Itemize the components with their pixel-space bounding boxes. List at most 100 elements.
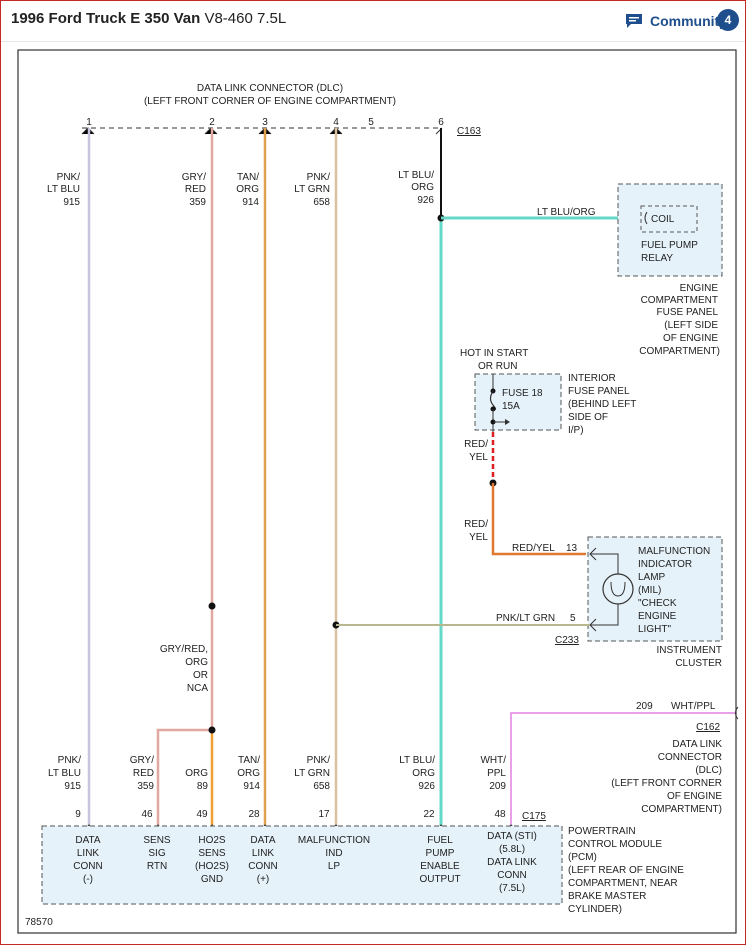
mil-text-2: INDICATOR — [638, 559, 692, 570]
lower-wire-1-color2: LT BLU — [48, 768, 81, 779]
c162-terminal — [735, 706, 739, 720]
upper-wire-labels: PNK/ LT BLU 915 GRY/ RED 359 TAN/ ORG 91… — [47, 170, 434, 208]
pcm-func-4-line-2: LINK — [252, 848, 275, 859]
lower-wire-2-color2: RED — [133, 768, 154, 779]
mil-text-5: "CHECK — [638, 598, 677, 609]
mil-text-3: LAMP — [638, 572, 666, 583]
red-yel-label-2b: YEL — [469, 532, 488, 543]
engine-spec: V8-460 7.5L — [204, 10, 287, 27]
pcm-func-5-line-2: IND — [325, 848, 342, 859]
splice-dot-upper — [208, 602, 216, 610]
red-yel-label-1b: YEL — [469, 452, 488, 463]
pcm-func-6-line-1: FUEL — [427, 835, 453, 846]
splice-label: GRY/RED, ORG OR NCA — [160, 644, 208, 694]
pcm-label-6: BRAKE MASTER — [568, 891, 646, 902]
interior-fuse-panel-line-3: (BEHIND LEFT — [568, 399, 636, 410]
mil-gnd-wire-label: PNK/LT GRN — [496, 613, 555, 624]
mil-text-1: MALFUNCTION — [638, 546, 710, 557]
interior-fuse-panel-line-4: SIDE OF — [568, 412, 608, 423]
sti-circuit: 209 — [636, 701, 653, 712]
upper-wire-3-color: TAN/ — [237, 172, 259, 183]
pcm-func-7-line-1: DATA (STI) — [487, 831, 537, 842]
upper-wire-4-circuit: 658 — [313, 197, 330, 208]
interior-fuse-box — [474, 373, 562, 431]
lower-wire-1-color: PNK/ — [58, 755, 82, 766]
upper-wire-1-color: PNK/ — [57, 172, 81, 183]
dlc-pin-ticks — [81, 127, 443, 135]
mil-text-4: (MIL) — [638, 585, 661, 596]
pcm-func-3-line-2: SENS — [198, 848, 226, 859]
pcm-func-5-line-3: LP — [328, 861, 341, 872]
page-header: 1996 Ford Truck E 350 Van V8-460 7.5L Co… — [1, 1, 745, 42]
mil-text: MALFUNCTION INDICATOR LAMP (MIL) "CHECK … — [638, 546, 710, 635]
chat-icon — [626, 14, 642, 28]
engine-fuse-panel-line-2: COMPARTMENT — [641, 295, 718, 306]
mil-lamp-icon — [602, 573, 634, 605]
lower-wire-4-color: TAN/ — [238, 755, 260, 766]
page-title: 1996 Ford Truck E 350 Van V8-460 7.5L — [11, 10, 286, 27]
relay-wire-label: LT BLU/ORG — [537, 207, 596, 218]
pcm-func-2-line-2: SIG — [148, 848, 165, 859]
splice-label-4: NCA — [187, 683, 208, 694]
pcm-functions: DATA LINK CONN (-) SENS SIG RTN HO2S SEN… — [73, 831, 537, 894]
c162-label-1: DATA LINK — [672, 739, 722, 750]
pcm-func-2-line-3: RTN — [147, 861, 167, 872]
hot-label-1: HOT IN START — [460, 348, 528, 359]
pcm-func-6-line-3: ENABLE — [420, 861, 460, 872]
dlc-connector-id: C163 — [457, 126, 481, 137]
relay-name-2: RELAY — [641, 253, 673, 264]
pcm-func-7-line-5: (7.5L) — [499, 883, 525, 894]
relay-coil-label: COIL — [651, 214, 675, 225]
pcm-label-5: COMPARTMENT, NEAR — [568, 878, 678, 889]
lower-wire-2-color: GRY/ — [130, 755, 154, 766]
pcm-func-6-line-4: OUTPUT — [419, 874, 460, 885]
mil-pin-5: 5 — [570, 613, 576, 624]
pcm-func-7-line-4: CONN — [497, 870, 526, 881]
pcm-func-7-line-3: DATA LINK — [487, 857, 537, 868]
pcm-func-4-line-1: DATA — [250, 835, 276, 846]
lower-wire-2-circuit: 359 — [137, 781, 154, 792]
mil-text-7: LIGHT" — [638, 624, 671, 635]
lower-wire-6-circuit: 926 — [418, 781, 435, 792]
lower-wire-4-color2: ORG — [237, 768, 260, 779]
lower-wire-5-color2: LT GRN — [294, 768, 330, 779]
dlc-pin-5: 5 — [368, 117, 374, 128]
splice-label-3: OR — [193, 670, 208, 681]
pcm-pin-48: 48 — [494, 809, 506, 820]
pcm-connector-id: C175 — [522, 811, 546, 822]
lower-wire-3-color: ORG — [185, 768, 208, 779]
engine-fuse-panel-line-1: ENGINE — [680, 283, 719, 294]
dlc-subtitle: (LEFT FRONT CORNER OF ENGINE COMPARTMENT… — [144, 96, 396, 107]
lower-wire-5-color: PNK/ — [307, 755, 331, 766]
pcm-func-4-line-4: (+) — [257, 874, 270, 885]
mil-text-6: ENGINE — [638, 611, 677, 622]
community-button[interactable]: Community 4 — [625, 9, 739, 33]
fuse-name: FUSE 18 — [502, 388, 543, 399]
upper-wire-5-color2: ORG — [411, 182, 434, 193]
pcm-func-3-line-3: (HO2S) — [195, 861, 229, 872]
pcm-func-6-line-2: PUMP — [426, 848, 455, 859]
pcm-pin-46: 46 — [141, 809, 153, 820]
c162-label: DATA LINK CONNECTOR (DLC) (LEFT FRONT CO… — [611, 739, 722, 815]
pcm-func-2-line-1: SENS — [143, 835, 171, 846]
upper-wire-5-color: LT BLU/ — [398, 170, 434, 181]
pcm-pin-49: 49 — [196, 809, 208, 820]
wire-wht-ppl-209 — [510, 712, 736, 825]
mil-internal-wire-gnd — [590, 604, 619, 626]
upper-wire-2-color2: RED — [185, 184, 206, 195]
lower-wire-7-color2: PPL — [487, 768, 506, 779]
upper-wire-5-circuit: 926 — [417, 195, 434, 206]
mil-pin-13: 13 — [566, 543, 578, 554]
engine-fuse-panel-label: ENGINE COMPARTMENT FUSE PANEL (LEFT SIDE… — [639, 283, 720, 357]
lower-wire-4-circuit: 914 — [243, 781, 260, 792]
dlc-pin-1: 1 — [86, 117, 92, 128]
engine-fuse-panel-line-3: FUSE PANEL — [657, 307, 719, 318]
pcm-label: POWERTRAIN CONTROL MODULE (PCM) (LEFT RE… — [568, 826, 684, 915]
splice-label-1: GRY/RED, — [160, 644, 208, 655]
wire-red-yel-mil — [491, 483, 586, 556]
pcm-func-3-line-1: HO2S — [198, 835, 226, 846]
pcm-func-1-line-2: LINK — [77, 848, 100, 859]
c162-label-3: (DLC) — [695, 765, 722, 776]
engine-fuse-panel-line-6: COMPARTMENT) — [639, 346, 720, 357]
pcm-pin-28: 28 — [248, 809, 260, 820]
